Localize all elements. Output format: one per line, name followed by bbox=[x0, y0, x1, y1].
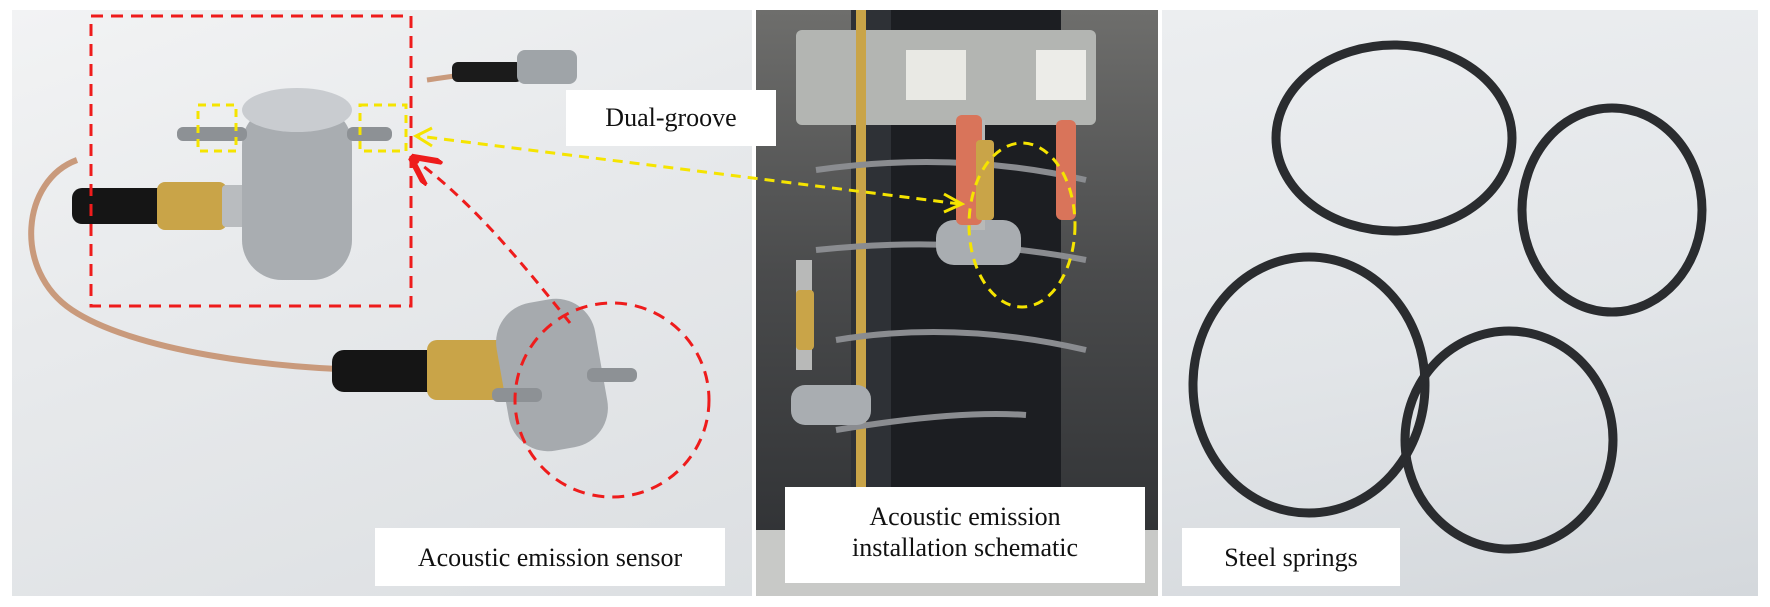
spring-ring-1 bbox=[1271, 40, 1517, 236]
copper-cable bbox=[28, 157, 383, 373]
dual-groove-text: Dual-groove bbox=[605, 103, 737, 132]
bnc-connector bbox=[517, 50, 577, 84]
gold-connector bbox=[157, 182, 227, 230]
spring-ring-4 bbox=[1400, 326, 1618, 554]
installation-caption-line-2: installation schematic bbox=[852, 533, 1078, 562]
installation-caption-line-1: Acoustic emission bbox=[869, 502, 1061, 531]
springs-caption: Steel springs bbox=[1182, 528, 1400, 586]
springs-photo bbox=[1188, 40, 1707, 554]
springs-photo-panel bbox=[1162, 10, 1758, 596]
groove-arrow-shaft bbox=[417, 134, 961, 206]
bnc-cable-boot bbox=[452, 62, 522, 82]
left-groove-pin bbox=[177, 127, 247, 141]
sensor-caption: Acoustic emission sensor bbox=[375, 528, 725, 586]
spring-ring-2 bbox=[1517, 103, 1707, 317]
springs-caption-text: Steel springs bbox=[1224, 543, 1358, 572]
sensor-highlight-circle bbox=[513, 301, 711, 499]
sensor-zoom-arrow bbox=[415, 160, 572, 324]
right-groove-highlight bbox=[358, 103, 408, 153]
spring-ring-3 bbox=[1188, 252, 1430, 518]
sensor-caption-text: Acoustic emission sensor bbox=[417, 543, 683, 572]
right-groove-pin bbox=[347, 127, 392, 141]
sensor-body-closeup bbox=[242, 105, 352, 280]
dual-groove-label: Dual-groove bbox=[566, 90, 776, 146]
groove-arrowhead-left bbox=[412, 126, 433, 148]
mounted-sensor bbox=[936, 220, 1021, 265]
sensor-body bbox=[496, 298, 608, 452]
sensor-photo bbox=[28, 50, 637, 452]
installation-highlight-ellipse bbox=[967, 141, 1077, 309]
installation-caption: Acoustic emission installation schematic bbox=[785, 487, 1145, 583]
cable-sleeve bbox=[72, 188, 167, 224]
closeup-inset-frame bbox=[89, 14, 413, 308]
threaded-rod bbox=[856, 10, 866, 596]
left-groove-highlight bbox=[196, 103, 238, 153]
groove-arrowhead-right bbox=[943, 192, 966, 214]
